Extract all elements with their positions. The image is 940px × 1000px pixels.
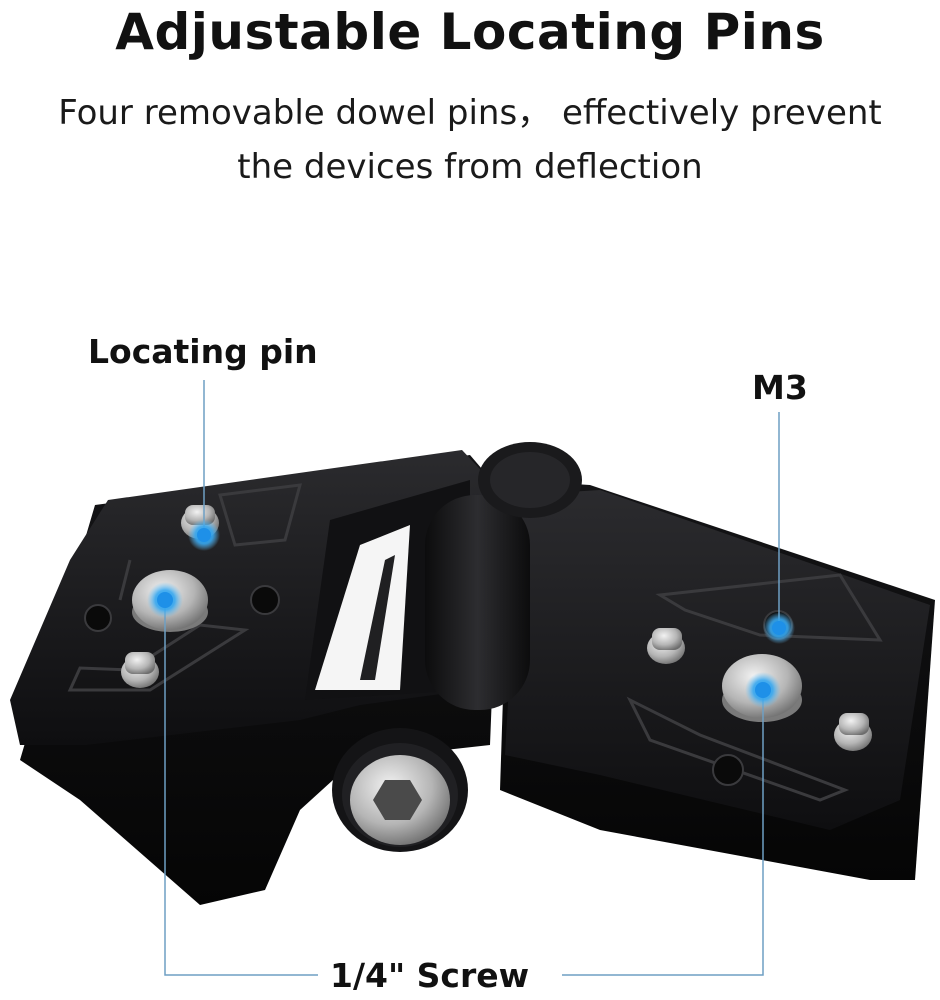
locating-pin-icon	[121, 652, 159, 688]
locating-pin-icon	[834, 713, 872, 751]
hinge	[305, 442, 582, 710]
callout-markers	[147, 519, 795, 708]
label-quarter-inch-screw: 1/4" Screw	[330, 956, 530, 995]
hinge-bolt	[332, 728, 468, 852]
page-title: Adjustable Locating Pins	[115, 3, 825, 61]
label-m3: M3	[752, 368, 808, 407]
subtitle-line-2: the devices from deflection	[237, 147, 703, 187]
locating-pin-icon	[647, 628, 685, 664]
page-subtitle: Four removable dowel pins， effectively p…	[0, 86, 940, 194]
label-locating-pin: Locating pin	[88, 332, 318, 371]
callout-lines	[164, 380, 780, 976]
right-plate	[500, 480, 935, 880]
subtitle-line-1: Four removable dowel pins， effectively p…	[58, 93, 882, 133]
